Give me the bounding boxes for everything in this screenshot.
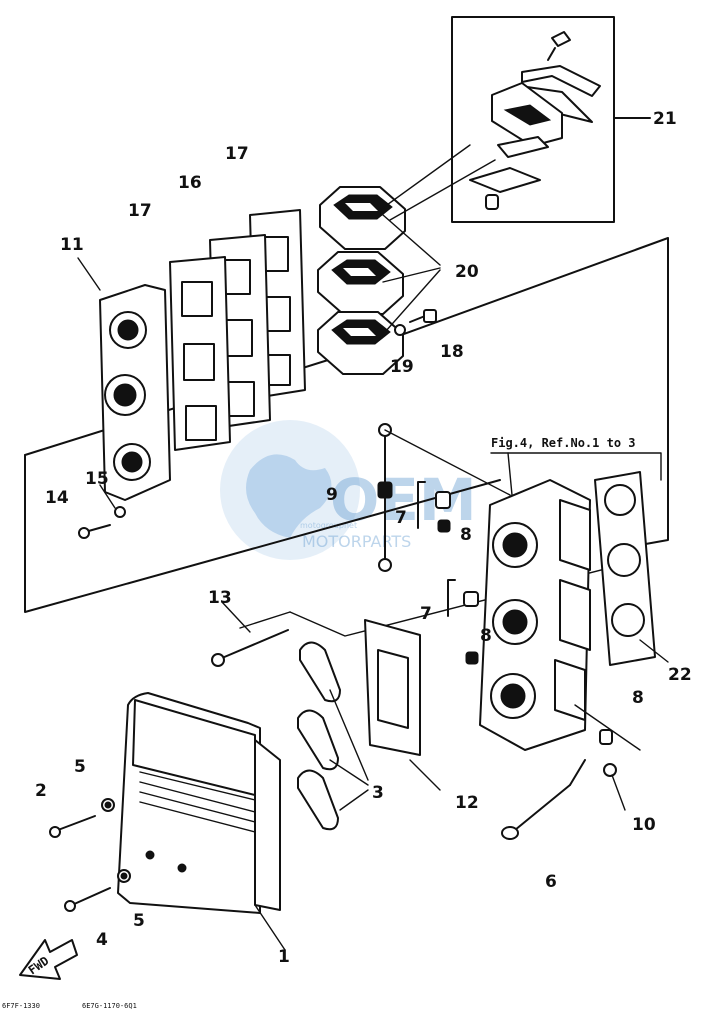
intake-flange-11 (77, 257, 171, 501)
footer-code-1: 6F7F-1330 (2, 1002, 40, 1010)
reed-valve-blocks-20 (317, 144, 496, 375)
watermark-sub-text: MOTORPARTS (302, 532, 411, 551)
callout-14: 14 (45, 488, 69, 508)
footer-codes: 6F7F-1330 6E7G-1170-6Q1 (2, 1002, 137, 1010)
footer-code-2: 6E7G-1170-6Q1 (82, 1002, 137, 1010)
gaskets-3 (297, 641, 369, 831)
callout-6: 6 (545, 872, 557, 892)
callout-5a: 5 (74, 757, 86, 777)
callout-20: 20 (455, 262, 479, 282)
callout-15: 15 (85, 469, 109, 489)
gaskets-16-17 (169, 209, 306, 451)
callout-8c: 8 (632, 688, 644, 708)
levers-7-8 (417, 481, 613, 745)
callout-18: 18 (440, 342, 464, 362)
callout-8a: 8 (460, 525, 472, 545)
callout-10: 10 (632, 815, 656, 835)
screw-18-washer-19 (394, 309, 437, 336)
callout-19: 19 (390, 357, 414, 377)
callout-labels: 1 2 3 4 5 5 6 7 7 8 8 8 9 10 11 12 13 14… (35, 109, 692, 967)
screw-14-washer-15 (78, 484, 126, 539)
callout-11: 11 (60, 235, 84, 255)
carburetor-assembly (479, 479, 591, 751)
callout-4: 4 (96, 930, 108, 950)
fwd-arrow-icon: FWD (19, 939, 78, 980)
callout-9: 9 (326, 485, 338, 505)
callout-17b: 17 (225, 144, 249, 164)
callout-3: 3 (372, 783, 384, 803)
callout-7a: 7 (395, 508, 407, 528)
gasket-22 (594, 471, 669, 666)
callout-8b: 8 (480, 626, 492, 646)
watermark-brand: OEM (330, 466, 477, 534)
callout-16: 16 (178, 173, 202, 193)
reference-note: Fig.4, Ref.No.1 to 3 (491, 436, 636, 450)
callout-1: 1 (278, 947, 290, 967)
callout-5b: 5 (133, 911, 145, 931)
link-rod-9 (377, 423, 511, 572)
silencer-cover-1 (117, 692, 286, 951)
watermark: OEM motogroupnet MOTORPARTS (220, 420, 477, 560)
callout-22: 22 (668, 665, 692, 685)
gasket-12 (364, 619, 441, 791)
watermark-small-text: motogroupnet (300, 521, 357, 530)
bolt-6-clip-10 (501, 704, 641, 840)
reed-valve-detail-21 (469, 31, 601, 210)
callout-17a: 17 (128, 201, 152, 221)
callout-13: 13 (208, 588, 232, 608)
callout-12: 12 (455, 793, 479, 813)
callout-21: 21 (653, 109, 677, 129)
callout-7b: 7 (420, 604, 432, 624)
bolt-13 (211, 601, 289, 667)
bolts-2-4-washers-5 (49, 798, 131, 912)
callout-2: 2 (35, 781, 47, 801)
